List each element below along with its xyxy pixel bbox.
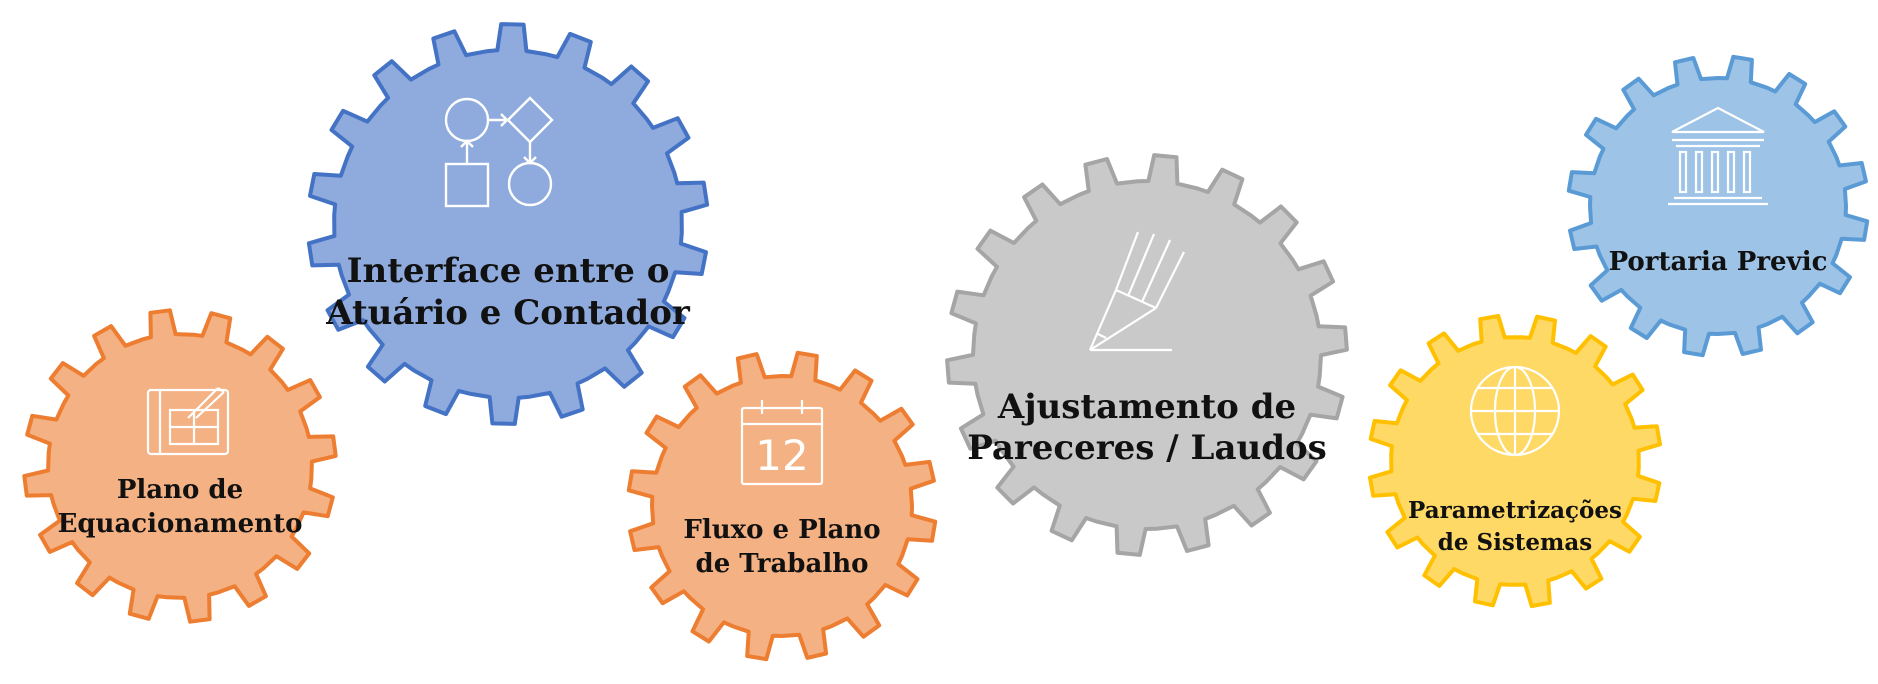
gear-label-line-1: Fluxo e Plano	[683, 515, 880, 545]
gear-plano-equacionamento: Plano de Equacionamento	[22, 308, 338, 624]
gear-label-line-1: Portaria Previc	[1609, 247, 1828, 277]
gear-interface-atuario-contador: Interface entre o Atuário e Contador	[306, 22, 710, 426]
gear-ajustamento-pareceres: Ajustamento de Pareceres / Laudos	[945, 153, 1349, 557]
gear-label-line-1: Plano de	[117, 475, 243, 505]
gear-shape-ajustamento-pareceres	[945, 153, 1349, 557]
bank-building-icon	[1668, 106, 1768, 206]
gear-shape-interface-atuario-contador	[306, 22, 710, 426]
blueprint-icon	[146, 387, 230, 456]
gear-shape-plano-equacionamento	[22, 308, 338, 624]
gear-shape-parametrizacoes-sistemas	[1368, 314, 1662, 608]
gear-label-line-2: de Sistemas	[1438, 529, 1592, 556]
flowchart-icon	[444, 96, 554, 208]
globe-icon	[1469, 365, 1561, 457]
calendar-day-number: 12	[755, 431, 808, 480]
calendar-icon: 12	[740, 400, 824, 486]
pencil-icon	[1088, 231, 1185, 352]
gear-shape-portaria-previc	[1566, 54, 1870, 358]
gear-portaria-previc: Portaria Previc	[1566, 54, 1870, 358]
gear-label-line-1: Ajustamento de	[997, 387, 1296, 427]
gear-shape-fluxo-plano-trabalho	[626, 350, 938, 662]
gear-label-line-2: Pareceres / Laudos	[967, 428, 1327, 468]
gear-fluxo-plano-trabalho: 12 Fluxo e Plano de Trabalho	[626, 350, 938, 662]
gear-label-line-2: Atuário e Contador	[325, 293, 691, 333]
gear-parametrizacoes-sistemas: Parametrizações de Sistemas	[1368, 314, 1662, 608]
gear-label-line-2: de Trabalho	[696, 549, 869, 579]
gear-label-line-2: Equacionamento	[58, 509, 303, 539]
gear-label-line-1: Interface entre o	[347, 251, 670, 291]
gear-label-line-1: Parametrizações	[1408, 497, 1622, 524]
